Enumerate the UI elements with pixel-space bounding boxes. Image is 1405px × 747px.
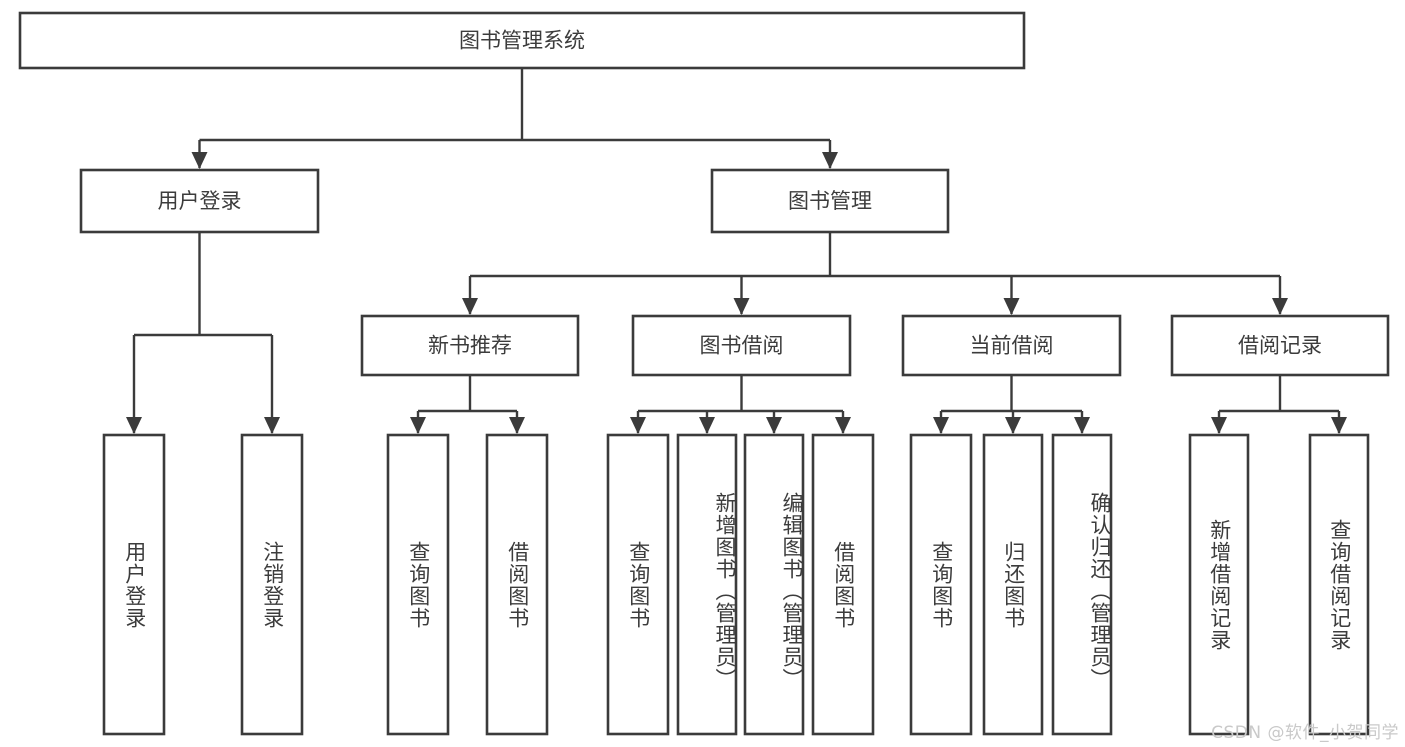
arrow-to-leaf-add-book-admin xyxy=(699,417,715,434)
arrow-to-leaf-query-book-1 xyxy=(410,417,426,434)
borrow-record-label: 借阅记录 xyxy=(1238,334,1322,358)
leaf-query-borrow-rec-box[interactable] xyxy=(1308,433,1370,736)
edges-layer xyxy=(126,68,1347,434)
book-manage-box[interactable] xyxy=(710,168,950,234)
arrow-to-leaf-add-borrow-rec xyxy=(1211,417,1227,434)
arrow-to-leaf-logout-login xyxy=(264,417,280,434)
arrow-to-leaf-borrow-book-1 xyxy=(509,417,525,434)
arrow-to-leaf-return-book xyxy=(1005,417,1021,434)
borrow-record-box[interactable] xyxy=(1170,314,1390,377)
arrow-to-leaf-borrow-book-2 xyxy=(835,417,851,434)
arrow-to-current-borrow xyxy=(1003,298,1020,315)
leaf-logout-login-box[interactable] xyxy=(240,433,304,736)
leaf-borrow-book-1-box[interactable] xyxy=(485,433,549,736)
current-borrow-label: 当前借阅 xyxy=(970,334,1054,358)
user-login-label: 用户登录 xyxy=(158,189,242,213)
current-borrow-box[interactable] xyxy=(901,314,1122,377)
arrow-to-leaf-edit-book-admin xyxy=(766,417,782,434)
book-borrow-label: 图书借阅 xyxy=(700,334,784,358)
leaf-user-login-box[interactable] xyxy=(102,433,166,736)
arrow-to-borrow-record xyxy=(1272,298,1288,315)
csdn-watermark: CSDN @软件_小贺同学 xyxy=(1211,723,1399,743)
new-book-recommend-box[interactable] xyxy=(360,314,580,377)
arrow-to-leaf-query-book-3 xyxy=(933,417,949,434)
arrow-to-leaf-confirm-return xyxy=(1074,417,1090,434)
arrow-to-book-borrow xyxy=(733,298,750,315)
new-book-recommend-label: 新书推荐 xyxy=(428,334,512,358)
leaf-add-book-admin-box[interactable] xyxy=(676,433,738,736)
leaf-confirm-return-box[interactable] xyxy=(1051,433,1113,736)
user-login-box[interactable] xyxy=(79,168,320,234)
leaf-add-borrow-rec-box[interactable] xyxy=(1188,433,1250,736)
arrow-to-leaf-query-book-2 xyxy=(630,417,646,434)
arrow-to-leaf-query-borrow-rec xyxy=(1331,417,1347,434)
arrow-to-book-manage xyxy=(822,152,838,169)
arrow-to-user-login xyxy=(191,152,208,169)
leaf-edit-book-admin-box[interactable] xyxy=(743,433,805,736)
arrow-to-new-book-recommend xyxy=(462,298,478,315)
leaf-borrow-book-2-box[interactable] xyxy=(811,433,875,736)
book-manage-label: 图书管理 xyxy=(788,189,872,213)
leaf-return-book-box[interactable] xyxy=(982,433,1044,736)
leaf-query-book-3-box[interactable] xyxy=(909,433,973,736)
root-node-label: 图书管理系统 xyxy=(459,29,585,53)
root-node-box[interactable] xyxy=(18,11,1026,70)
leaf-query-book-1-box[interactable] xyxy=(386,433,450,736)
arrow-to-leaf-user-login xyxy=(126,417,142,434)
leaf-query-book-2-box[interactable] xyxy=(606,433,670,736)
book-borrow-box[interactable] xyxy=(631,314,852,377)
